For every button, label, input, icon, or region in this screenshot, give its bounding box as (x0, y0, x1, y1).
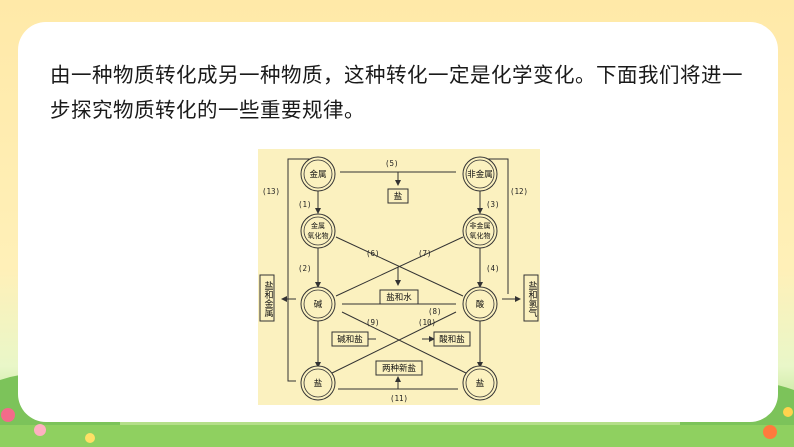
node-salt-hydrogen (523, 274, 539, 322)
flower-icon (85, 433, 95, 443)
svg-text:两种新盐: 两种新盐 (382, 363, 417, 374)
step-label-8: (8) (428, 307, 442, 316)
diagram-svg: 金属 非金属 盐 金属 氧化物 非金属 氧化物 碱 (258, 149, 540, 405)
node-acid: 酸 (462, 286, 498, 322)
step-label-3: (3) (486, 200, 500, 209)
node-salt-water: 盐和水 (379, 289, 419, 305)
step-label-4: (4) (486, 264, 500, 273)
transformation-diagram: 金属 非金属 盐 金属 氧化物 非金属 氧化物 碱 (258, 149, 540, 405)
node-nonmetal: 非金属 (462, 156, 498, 192)
svg-text:盐: 盐 (476, 378, 485, 389)
svg-text:碱: 碱 (314, 300, 323, 310)
svg-text:氧化物: 氧化物 (470, 231, 491, 240)
connector-lines (281, 158, 521, 390)
svg-text:盐: 盐 (314, 378, 323, 389)
flower-icon (1, 408, 15, 422)
svg-text:碱和盐: 碱和盐 (337, 334, 363, 345)
svg-text:氧化物: 氧化物 (308, 231, 329, 240)
node-base-salt: 碱和盐 (331, 331, 369, 347)
node-nonmetal-oxide: 非金属 氧化物 (462, 213, 498, 249)
svg-text:盐和水: 盐和水 (386, 292, 412, 303)
node-two-new-salts: 两种新盐 (375, 360, 423, 376)
flower-icon (763, 425, 777, 439)
step-label-9: (9) (366, 318, 380, 327)
svg-text:非金属: 非金属 (470, 221, 491, 230)
node-salt-right: 盐 (462, 365, 498, 401)
svg-text:金属: 金属 (309, 169, 326, 180)
step-label-13: (13) (262, 187, 280, 196)
lead-paragraph: 由一种物质转化成另一种物质，这种转化一定是化学变化。下面我们将进一步探究物质转化… (50, 63, 743, 122)
svg-text:非金属: 非金属 (467, 169, 493, 180)
step-labels: (5) (1) (3) (2) (4) (6) (7) (8) (9) (10)… (262, 159, 528, 403)
flower-icon (34, 424, 46, 436)
step-label-2: (2) (298, 264, 312, 273)
step-label-1: (1) (298, 200, 312, 209)
step-label-10: (10) (418, 318, 436, 327)
svg-text:酸和盐: 酸和盐 (439, 334, 465, 345)
node-salt-metal (259, 274, 275, 322)
svg-text:金属: 金属 (311, 221, 325, 230)
flower-icon (783, 407, 793, 417)
node-metal: 金属 (300, 156, 336, 192)
salt-metal-label: 盐和金属 (262, 281, 273, 317)
node-base: 碱 (300, 286, 336, 322)
step-label-12: (12) (510, 187, 528, 196)
node-acid-salt: 酸和盐 (433, 331, 471, 347)
step-label-5: (5) (385, 159, 399, 168)
step-label-6: (6) (366, 249, 380, 258)
svg-text:盐: 盐 (394, 191, 403, 202)
step-label-7: (7) (418, 249, 432, 258)
svg-text:酸: 酸 (476, 299, 485, 310)
node-metal-oxide: 金属 氧化物 (300, 213, 336, 249)
node-salt-top: 盐 (387, 188, 409, 204)
salt-hydrogen-label: 盐和氢气 (526, 281, 537, 317)
node-salt-left: 盐 (300, 365, 336, 401)
step-label-11: (11) (390, 394, 408, 403)
